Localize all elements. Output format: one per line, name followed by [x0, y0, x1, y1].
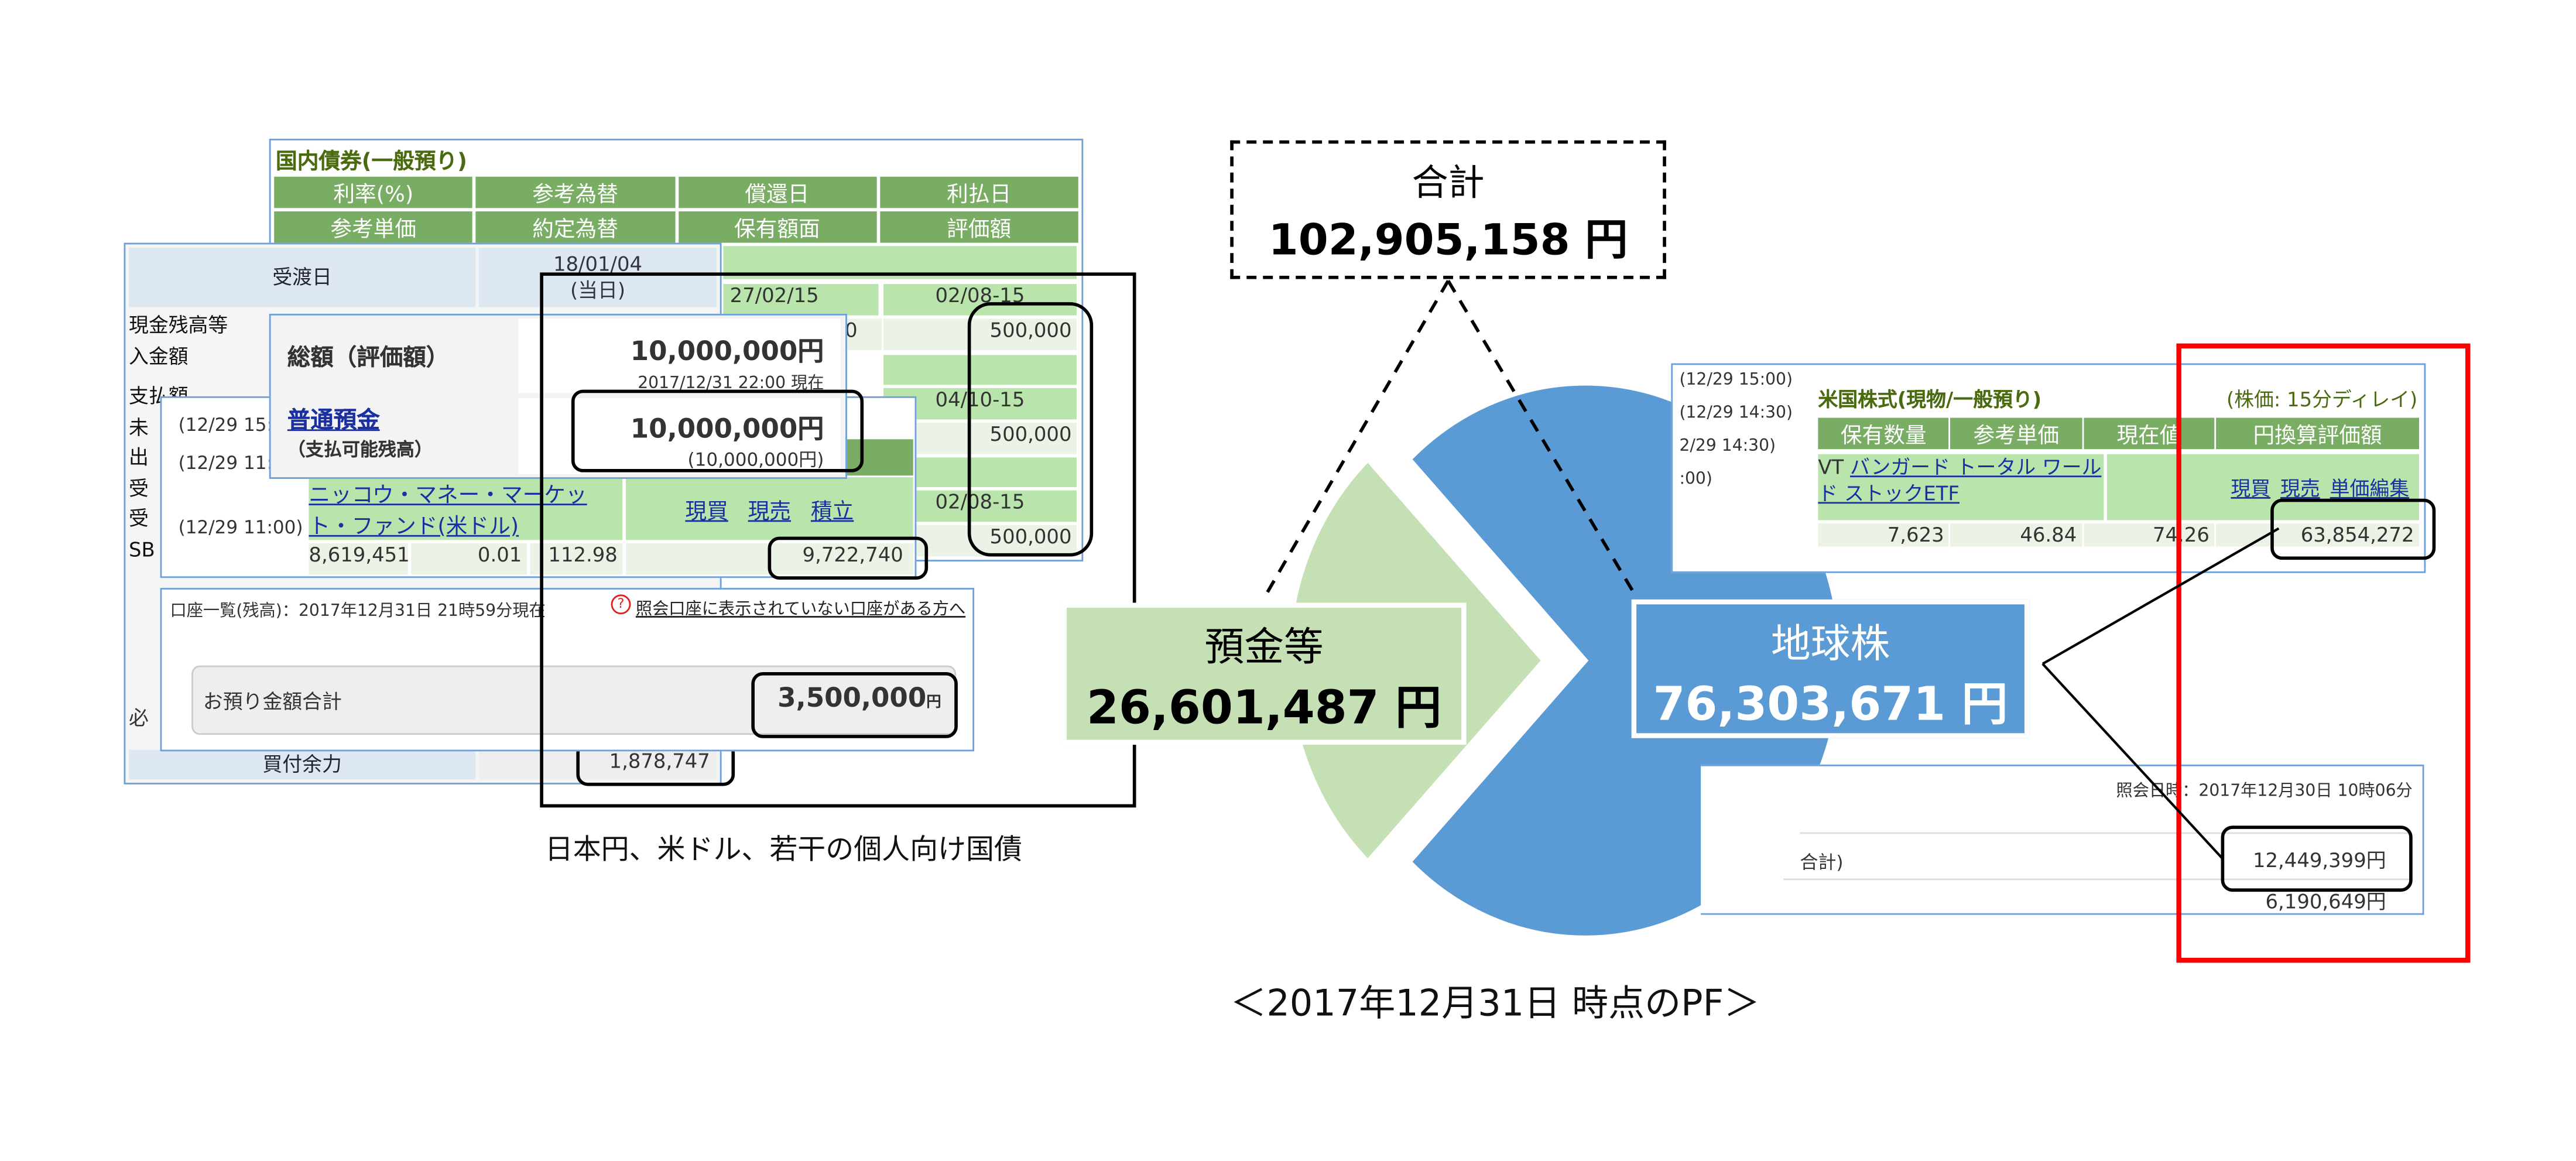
cash-row: SB — [128, 537, 155, 561]
etf-link[interactable]: バンガード トータル ワールド ストックETF — [1818, 456, 2102, 506]
us-qty: 7,623 — [1818, 523, 1950, 547]
time-label: (12/29 14:30) — [1679, 405, 1793, 423]
bond-header: 約定為替 — [476, 211, 675, 243]
sell-link[interactable]: 現売 — [748, 499, 792, 525]
bond-title: 国内債券(一般預り) — [276, 150, 467, 175]
cash-row: 出 — [128, 446, 149, 470]
cash-row: 未 — [128, 415, 149, 439]
deposit-link[interactable]: 普通預金 — [287, 407, 380, 434]
blue-label: 地球株 76,303,671 円 — [1631, 599, 2030, 738]
us-header: 保有数量 — [1818, 417, 1950, 450]
accumulate-link[interactable]: 積立 — [810, 499, 854, 525]
buying-power-label: 買付余力 — [128, 749, 476, 780]
buy-link[interactable]: 現買 — [685, 499, 728, 525]
us-header: 円換算評価額 — [2216, 417, 2419, 450]
us-header: 参考単価 — [1950, 417, 2082, 450]
buying-power-value: 1,878,747 — [478, 749, 717, 780]
value-1: 12,449,399円 — [2252, 848, 2386, 872]
help-icon: ? — [611, 594, 631, 615]
time-label: (12/29 15: — [178, 414, 273, 436]
blue-label-title: 地球株 — [1770, 621, 1890, 667]
deposit-total-label: お預り金額合計 — [203, 690, 342, 714]
time-label: :00) — [1679, 470, 1712, 489]
deposit-sub: （支払可能残高） — [287, 439, 433, 461]
left-caption: 日本円、米ドル、若干の個人向け国債 — [544, 834, 1022, 867]
us-ref-price: 46.84 — [1950, 523, 2082, 547]
mmf-fx: 112.98 — [530, 543, 623, 575]
us-stock-panel: (12/29 15:00) (12/29 14:30) 2/29 14:30) … — [1671, 363, 2426, 573]
bond-header: 評価額 — [879, 211, 1078, 243]
total-box: 合計 102,905,158 円 — [1230, 140, 1666, 279]
green-label: 預金等 26,601,487 円 — [1061, 602, 1467, 745]
us-title: 米国株式(現物/一般預り) — [1818, 388, 2042, 412]
cash-row: 受 — [128, 506, 149, 530]
value-2: 6,190,649円 — [2265, 890, 2386, 913]
green-label-value: 26,601,487 円 — [1087, 680, 1442, 735]
bond-header: 参考単価 — [274, 211, 473, 243]
total-popup: 総額（評価額） 10,000,000円 2017/12/31 22:00 現在 … — [269, 313, 847, 479]
mmf-rate: 0.01 — [411, 543, 527, 575]
bond-header: 参考為替 — [476, 176, 675, 208]
time-label: (12/29 11: — [178, 452, 273, 474]
cash-group-outline — [540, 272, 1136, 808]
bond-header: 利率(%) — [274, 176, 473, 208]
ticker: VT — [1818, 456, 1844, 479]
bond-redemption: 27/02/15 — [723, 284, 879, 316]
deposit-value-sub: (10,000,000円) — [687, 449, 824, 471]
cash-row: 現金残高等 — [128, 313, 228, 337]
sell-link[interactable]: 現売 — [2280, 476, 2320, 500]
yen-unit: 円 — [926, 695, 941, 712]
blue-label-value: 76,303,671 円 — [1653, 677, 2008, 732]
row-label: 合計) — [1800, 852, 1844, 874]
account-panel: 口座一覧(残高)：2017年12月31日 21時59分現在 ? 照会口座に表示さ… — [160, 588, 975, 752]
delivery-sub: (当日) — [570, 279, 626, 303]
help-link[interactable]: 照会口座に表示されていない口座がある方へ — [635, 601, 966, 619]
bond-header: 償還日 — [677, 176, 876, 208]
total-label: 総額（評価額） — [287, 345, 450, 372]
bond-value: 500,000 — [883, 318, 1077, 350]
edit-price-link[interactable]: 単価編集 — [2330, 476, 2410, 500]
deposit-total-value: 3,500,000 — [777, 681, 927, 714]
total-box-value: 102,905,158 円 — [1268, 216, 1628, 266]
delivery-date: 18/01/04 — [553, 252, 643, 276]
us-delay: (株価: 15分ディレイ) — [2226, 388, 2418, 412]
must-label: 必 — [128, 707, 149, 730]
total-value: 10,000,000円 — [630, 335, 824, 367]
green-label-title: 預金等 — [1204, 624, 1324, 671]
deposit-value: 10,000,000円 — [630, 413, 824, 444]
bottom-caption: ＜2017年12月31日 時点のPF＞ — [1230, 984, 1760, 1026]
cash-row: 受 — [128, 476, 149, 500]
buy-link[interactable]: 現買 — [2231, 476, 2271, 500]
total-box-label: 合計 — [1412, 163, 1485, 205]
delivery-label: 受渡日 — [128, 248, 476, 307]
time-label: (12/29 15:00) — [1679, 371, 1793, 390]
account-title: 口座一覧(残高)：2017年12月31日 21時59分現在 — [170, 602, 546, 621]
bond-header: 利払日 — [879, 176, 1078, 208]
time-label: 2/29 14:30) — [1679, 437, 1776, 456]
highlight-rect — [2176, 343, 2471, 963]
bond-header: 保有額面 — [677, 211, 876, 243]
us-header: 現在値 — [2083, 417, 2215, 450]
cash-row: 入金額 — [128, 344, 189, 368]
time-label: (12/29 11:00) — [178, 516, 303, 539]
mmf-qty: 8,619,451 — [309, 543, 410, 575]
